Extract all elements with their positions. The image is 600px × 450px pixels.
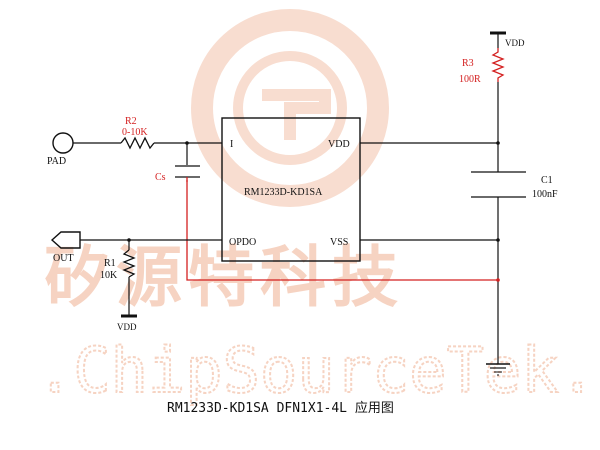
cs-ref: Cs — [155, 172, 166, 183]
vdd-rail: VDD — [360, 31, 525, 144]
pin-opdo-label: OPDO — [229, 237, 256, 248]
chip-body — [221, 117, 361, 262]
vdd-top-label: VDD — [505, 38, 525, 48]
diagram-caption: RM1233D-KD1SA DFN1X1-4L 应用图 — [167, 400, 394, 416]
r2-value: 0-10K — [122, 127, 148, 138]
watermark-english: .ChipSourceTek. — [36, 334, 596, 407]
watermark-chinese: 矽源特科技 — [44, 239, 404, 316]
pad-port: PAD — [47, 132, 121, 167]
capacitor-cs: Cs — [155, 143, 200, 183]
pin-vss-label: VSS — [330, 237, 348, 248]
r1-ref: R1 — [104, 258, 116, 269]
resistor-r3: R3 100R — [459, 48, 505, 172]
c1-ref: C1 — [541, 175, 553, 186]
cs-ground-trace — [186, 180, 498, 281]
vdd-bottom-label: VDD — [117, 322, 137, 332]
resistor-r3-icon — [491, 48, 505, 82]
watermark: 矽源特科技 .ChipSourceTek. — [35, 9, 597, 408]
ground-icon — [486, 363, 510, 376]
out-port: OUT — [50, 231, 222, 264]
chip-rm1233d: I VDD OPDO VSS RM1233D-KD1SA — [221, 117, 361, 262]
r2-ref: R2 — [125, 116, 137, 127]
pad-circle-icon — [52, 132, 74, 154]
pin-i-label: I — [230, 139, 233, 150]
r3-value: 100R — [459, 74, 481, 85]
r3-ref: R3 — [462, 58, 474, 69]
out-label: OUT — [53, 253, 74, 264]
pin-vdd-label: VDD — [328, 139, 350, 150]
junctions — [127, 141, 500, 282]
pad-label: PAD — [47, 156, 66, 167]
watermark-logo-icon — [191, 9, 389, 207]
resistor-r1-icon — [122, 249, 136, 278]
r1-value: 10K — [100, 270, 118, 281]
c1-value: 100nF — [532, 189, 558, 200]
resistor-r2-icon — [120, 136, 155, 150]
resistor-r1: R1 10K VDD — [100, 240, 137, 332]
chip-name: RM1233D-KD1SA — [244, 187, 323, 198]
